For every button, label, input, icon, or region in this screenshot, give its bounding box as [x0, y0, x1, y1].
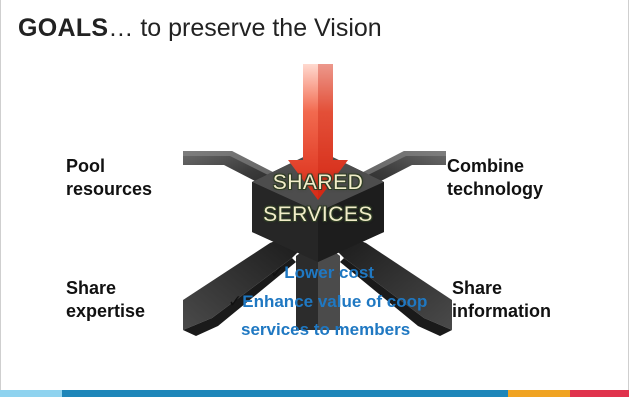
label-share-expertise-line2: expertise [66, 301, 146, 322]
title-rest: … to preserve the Vision [108, 14, 382, 42]
center-text-services: SERVICES [263, 203, 373, 226]
label-combine-technology: Combine technology [447, 155, 543, 202]
label-share-expertise: Share expertise [66, 277, 145, 324]
slide-border-left [0, 0, 1, 397]
label-share-information-line1: Share [452, 278, 503, 298]
benefit-enhance-value: ✓Enhance value of coop [228, 293, 427, 310]
label-share-information: Share information [452, 277, 551, 324]
benefit-lower-cost-text: Lower cost [284, 263, 374, 282]
label-pool-line2: resources [66, 179, 153, 200]
label-combine-line1: Combine [447, 156, 525, 176]
footer-segment-light-blue [0, 390, 62, 397]
arrow-top-red [288, 64, 348, 200]
label-pool-line1: Pool [66, 156, 105, 176]
benefit-services-to-members: services to members [241, 320, 411, 339]
benefit-lower-cost: ✓Lower cost [270, 264, 374, 281]
arrow-lower-left [183, 236, 300, 336]
footer-segment-blue [62, 390, 508, 397]
title-strong: GOALS [18, 14, 109, 42]
label-pool-resources: Pool resources [66, 155, 152, 202]
center-text-shared: SHARED [272, 171, 364, 194]
slide-title: GOALS… to preserve the Vision [18, 16, 382, 41]
checkmark-icon: ✓ [270, 263, 285, 282]
checkmark-icon: ✓ [228, 292, 243, 311]
footer-segment-red [570, 390, 629, 397]
label-share-expertise-line1: Share [66, 278, 117, 298]
arrow-bottom [296, 240, 340, 330]
label-share-information-line2: information [452, 301, 551, 322]
label-combine-line2: technology [447, 179, 544, 200]
arrow-lower-right [336, 236, 452, 336]
footer-segment-orange [508, 390, 570, 397]
footer-color-bar [0, 390, 629, 397]
benefit-enhance-value-text: Enhance value of coop [242, 292, 428, 311]
